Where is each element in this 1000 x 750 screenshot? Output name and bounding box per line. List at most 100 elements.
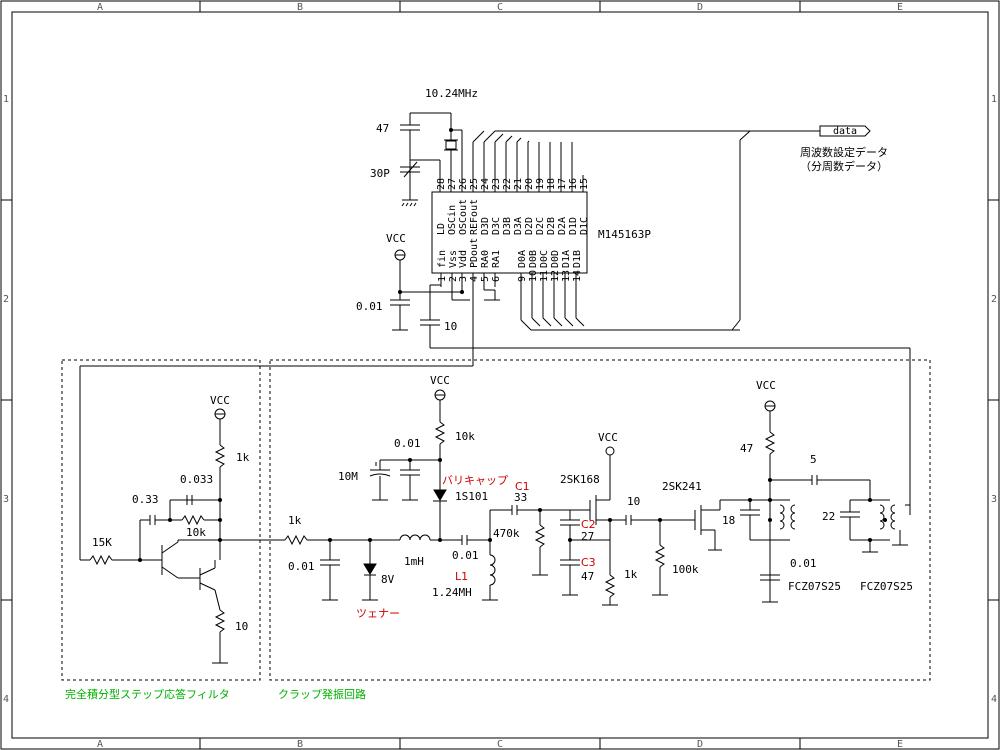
filter-block-label: 完全積分型ステップ応答フィルタ: [65, 687, 230, 701]
res-100k-label: 100k: [672, 563, 699, 576]
ic-pin-name: D0C: [539, 250, 550, 268]
ic-pin-number: 21: [513, 178, 524, 190]
col-label-top: A: [97, 2, 103, 13]
col-label-top: E: [897, 2, 903, 13]
col-label-top: B: [297, 2, 303, 13]
ic-pin-name: D1C: [579, 217, 590, 235]
ic-pin-number: 12: [550, 270, 561, 282]
row-label-left: 4: [3, 694, 9, 705]
res-470k-label: 470k: [493, 527, 520, 540]
ic-pin-name: D3B: [502, 217, 513, 235]
oscillator-block-border: [269, 359, 931, 681]
coil2-part-label: FCZ07S25: [860, 580, 913, 593]
vcc-label-q1: VCC: [598, 431, 618, 444]
row-label-right: 3: [991, 494, 997, 505]
row-label-right: 1: [991, 94, 997, 105]
cap-47-label: 47: [376, 122, 389, 135]
data-port-label: data: [833, 126, 857, 137]
row-label-left: 1: [3, 94, 9, 105]
frame-row-labels: 1 2 3 4 1 2 3 4: [3, 94, 997, 705]
zener-label: ツェナー: [356, 607, 400, 620]
ic-m145163p-body: [431, 191, 588, 274]
row-label-left: 2: [3, 294, 9, 305]
ic-pin-number: 13: [561, 270, 572, 282]
cap-10-ic-label: 10: [444, 320, 457, 333]
res-47-label: 47: [740, 442, 753, 455]
cap-30p-label: 30P: [370, 167, 390, 180]
cap-5-label: 5: [810, 453, 817, 466]
ic-pin-name: D1B: [572, 250, 583, 268]
inner-frame: [11, 11, 989, 739]
c1-name-label: C1: [515, 480, 530, 493]
c2-value-label: 27: [581, 530, 594, 543]
cap-001-coupling-label: 0.01: [452, 549, 479, 562]
col-label-bottom: C: [497, 739, 503, 750]
ic-pin-number: 24: [480, 178, 491, 190]
data-bus: [472, 130, 820, 331]
ic-pin-number: 9: [517, 276, 528, 282]
ic-pin-number: 11: [539, 270, 550, 282]
cap-001-bias-label: 0.01: [394, 437, 421, 450]
inductor-1mh-label: 1mH: [404, 555, 424, 568]
ic-pin-name: D0D: [550, 250, 561, 268]
varicap-part-label: 1S101: [455, 490, 488, 503]
cap-033-label: 0.33: [132, 493, 159, 506]
vcc-label-filter: VCC: [210, 394, 230, 407]
ic-pin-number: 4: [469, 276, 480, 282]
ic-pin-number: 27: [447, 178, 458, 190]
data-port: data: [819, 125, 871, 137]
ic-pin-name: D2C: [535, 217, 546, 235]
crystal-freq-label: 10.24MHz: [425, 87, 478, 100]
oscillator-circuit: [280, 389, 910, 606]
ic-pin-name: RA1: [491, 250, 502, 268]
res-1k-filter-label: 1k: [236, 451, 250, 464]
ic-pin-number: 3: [458, 276, 469, 282]
ic-bottom-pins: 1fin2Vss3Vdd4PDout5RA06RA19D0A10D0B11D0C…: [437, 238, 583, 287]
c1-value-label: 33: [514, 491, 527, 504]
ic-pin-number: 18: [546, 178, 557, 190]
ic-pin-name: LD: [436, 223, 447, 235]
filter-block-border: [61, 359, 261, 681]
cap-001-osc-label: 0.01: [288, 560, 315, 573]
row-label-right: 2: [991, 294, 997, 305]
ic-pin-number: 15: [579, 178, 590, 190]
oscillator-block-label: クラップ発振回路: [278, 687, 366, 701]
coil1-part-label: FCZ07S25: [788, 580, 841, 593]
frame-column-labels: A B C D E A B C D E: [97, 2, 903, 750]
ic-pin-name: D2D: [524, 217, 535, 235]
ic-pin-number: 23: [491, 178, 502, 190]
ic-pin-number: 19: [535, 178, 546, 190]
ic-pin-name: RA0: [480, 250, 491, 268]
ic-pin-name: Vss: [448, 250, 459, 268]
ic-pin-name: D1A: [561, 250, 572, 268]
ic-pin-number: 10: [528, 270, 539, 282]
zener-voltage-label: 8V: [381, 573, 395, 586]
ic-pin-name: D2B: [546, 217, 557, 235]
ic-pin-name: Vdd: [458, 250, 469, 268]
vcc-label-osc: VCC: [430, 374, 450, 387]
ic-pin-number: 5: [480, 276, 491, 282]
filter-circuit: [80, 408, 280, 664]
ic-pin-name: D2A: [557, 217, 568, 235]
ic-pin-number: 28: [436, 178, 447, 190]
freq-data-label: 周波数設定データ: [800, 145, 888, 159]
res-10-label: 10: [235, 620, 248, 633]
q2-part-label: 2SK241: [662, 480, 702, 493]
ic-pin-number: 26: [458, 178, 469, 190]
col-label-bottom: B: [297, 739, 303, 750]
ic-pin-name: OSCin: [447, 205, 458, 235]
c3-value-label: 47: [581, 570, 594, 583]
ic-pin-number: 17: [557, 178, 568, 190]
ic-pin-number: 16: [568, 178, 579, 190]
ic-pin-name: OSCout: [458, 199, 469, 235]
ic-pin-name: PDout: [469, 238, 480, 268]
ic-top-pins: 28LD27OSCin26OSCout25REFout24D3D23D3C22D…: [436, 175, 590, 235]
res-15k-label: 15K: [92, 536, 112, 549]
vcc-label-ic: VCC: [386, 232, 406, 245]
ic-pin-number: 6: [491, 276, 502, 282]
cap-001-output-label: 0.01: [790, 557, 817, 570]
ic-pin-name: D0A: [517, 250, 528, 268]
varicap-label: バリキャップ: [442, 474, 508, 487]
